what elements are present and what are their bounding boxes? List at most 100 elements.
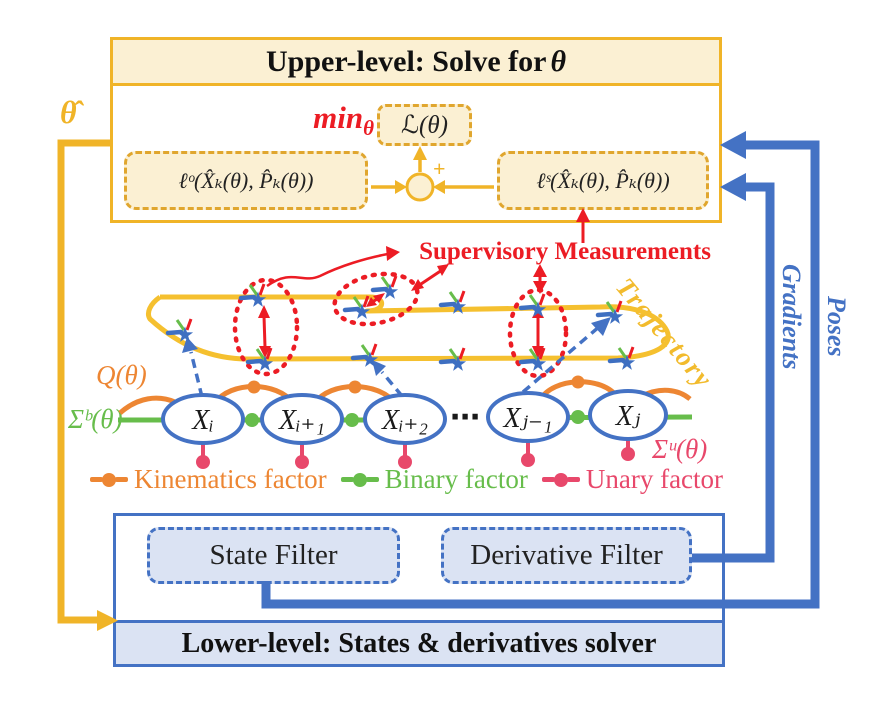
state-nodes	[161, 389, 668, 445]
binary-factor-dot-1	[245, 413, 259, 427]
lower-level-title: Lower-level: States & derivatives solver	[181, 627, 657, 659]
node-to-pose-arrows	[189, 324, 602, 398]
unary-covariance-label: Σᵘ(θ)	[652, 434, 708, 464]
supervisory-loss-box: ℓˢ(X̂ₖ(θ), P̂ₖ(θ))	[497, 151, 709, 210]
node-arrow-2-head	[372, 360, 386, 376]
kinematics-covariance-label: Q(θ)	[96, 360, 147, 390]
node-arrow-1-head	[182, 337, 198, 353]
legend-unary-label: Unary factor	[585, 464, 724, 494]
lower-level-header: Lower-level: States & derivatives solver	[113, 620, 725, 667]
supervisory-loss-label: ℓˢ(X̂ₖ(θ), P̂ₖ(θ))	[536, 167, 670, 193]
poses-label: Poses	[822, 296, 851, 357]
derivative-filter-box: Derivative Filter	[441, 527, 692, 584]
pose-marker	[245, 347, 274, 371]
pose-markers	[165, 275, 636, 371]
kinematics-arc-3	[537, 379, 621, 402]
kinematics-arc-1	[212, 384, 296, 405]
factor-legend: Kinematics factor Binary factor Unary fa…	[90, 464, 762, 495]
node-xi-label: Xᵢ	[191, 405, 214, 436]
min-subscript: θ	[363, 116, 374, 141]
binary-covariance-label: Σᵇ(θ)	[68, 404, 123, 434]
theta-hat-label: θ̂	[60, 94, 77, 130]
measurement-arrow-2-head-right	[373, 293, 385, 303]
binary-factor-dot-2	[345, 413, 359, 427]
pose-marker	[518, 293, 547, 317]
kinematics-arc-left-tail	[118, 395, 176, 415]
objective-loss-label: ℒ(θ)	[401, 112, 448, 139]
annotation-arrow-3-head-bottom	[533, 281, 547, 294]
poses-arrowhead	[720, 131, 746, 159]
measurement-arrow-2-head-left	[366, 297, 377, 307]
annotation-arrow-2-head-bottom	[411, 279, 424, 291]
legend-item-binary: Binary factor	[340, 464, 528, 495]
pose-marker	[438, 347, 467, 371]
pose-marker	[518, 347, 547, 371]
measurement-arrow-1-head-bottom	[259, 346, 271, 358]
gradients-label: Gradients	[777, 264, 806, 370]
gradients-arrowhead	[720, 173, 746, 201]
observed-loss-box: ℓᵒ(X̂ₖ(θ), P̂ₖ(θ))	[124, 151, 368, 210]
node-arrow-1-line	[189, 351, 204, 398]
node-xi1	[260, 393, 344, 445]
node-xi1-label: Xᵢ₊₁	[278, 405, 325, 436]
node-xj1	[486, 391, 570, 443]
pose-marker	[607, 346, 636, 370]
supervisory-ellipse-3	[507, 287, 569, 379]
node-xj	[588, 389, 668, 441]
pose-marker	[165, 318, 194, 342]
node-xj1-label: Xⱼ₋₁	[502, 403, 552, 434]
legend-item-kinematics: Kinematics factor	[90, 464, 327, 495]
measurement-arrow-1	[262, 315, 267, 348]
state-filter-label: State Filter	[209, 539, 338, 571]
observed-loss-label: ℓᵒ(X̂ₖ(θ), P̂ₖ(θ))	[178, 167, 314, 193]
unary-stems	[201, 439, 630, 457]
binary-chain-right	[486, 414, 693, 421]
kinematics-factor-icon	[90, 472, 128, 487]
measurement-arrow-3-head-top	[532, 306, 544, 318]
pose-marker	[238, 283, 267, 307]
kinematics-factor-dot-1	[247, 380, 261, 394]
kinematics-arcs	[118, 379, 692, 415]
node-arrow-3-line	[521, 324, 602, 394]
upper-level-title-theta: θ	[550, 44, 567, 78]
pose-marker	[370, 275, 399, 299]
pose-marker	[342, 295, 371, 319]
derivative-filter-label: Derivative Filter	[470, 539, 663, 571]
annotation-curve-1	[266, 252, 389, 288]
node-labels: Xᵢ Xᵢ₊₁ Xᵢ₊₂ Xⱼ₋₁ Xⱼ ⋯	[191, 401, 641, 436]
kinematics-factor-dot-2	[348, 380, 362, 394]
objective-loss-box: ℒ(θ)	[377, 104, 472, 146]
pose-marker	[438, 290, 467, 314]
node-xj-label: Xⱼ	[615, 401, 641, 432]
state-filter-box: State Filter	[147, 527, 400, 584]
binary-factor-dot-3	[571, 410, 585, 424]
node-arrow-3-head	[591, 317, 611, 336]
node-xi	[161, 393, 245, 445]
node-xi2-label: Xᵢ₊₂	[381, 405, 428, 436]
nodes-ellipsis: ⋯	[450, 401, 480, 434]
supervisory-ellipse-1	[232, 277, 300, 377]
measurement-arrow-3-head-bottom	[532, 346, 544, 359]
legend-binary-label: Binary factor	[384, 464, 528, 494]
kinematics-arc-right-tail	[640, 387, 692, 402]
min-text: min	[313, 100, 364, 135]
supervisory-measurements-label: Supervisory Measurements	[419, 238, 711, 265]
pose-marker	[350, 343, 379, 367]
kinematics-arc-2	[312, 384, 397, 405]
measurement-arrow-1-head-top	[258, 305, 270, 318]
min-theta-label: minθ	[280, 100, 374, 141]
node-xi2	[363, 393, 447, 445]
trajectory-path	[145, 294, 671, 362]
annotation-arrow-2	[417, 268, 443, 288]
unary-factor-icon	[541, 472, 580, 487]
binary-factor-icon	[340, 472, 379, 487]
unary-factor-dot-5	[621, 447, 635, 461]
trajectory-label: Trajectory	[610, 272, 720, 395]
supervisory-ellipse-2	[332, 271, 420, 327]
measurement-arrow-2	[370, 295, 381, 305]
node-arrow-2-line	[380, 370, 404, 398]
upper-level-header: Upper-level: Solve for θ	[110, 37, 722, 86]
kinematics-factor-dot-3	[571, 375, 585, 389]
legend-item-unary: Unary factor	[541, 464, 724, 495]
